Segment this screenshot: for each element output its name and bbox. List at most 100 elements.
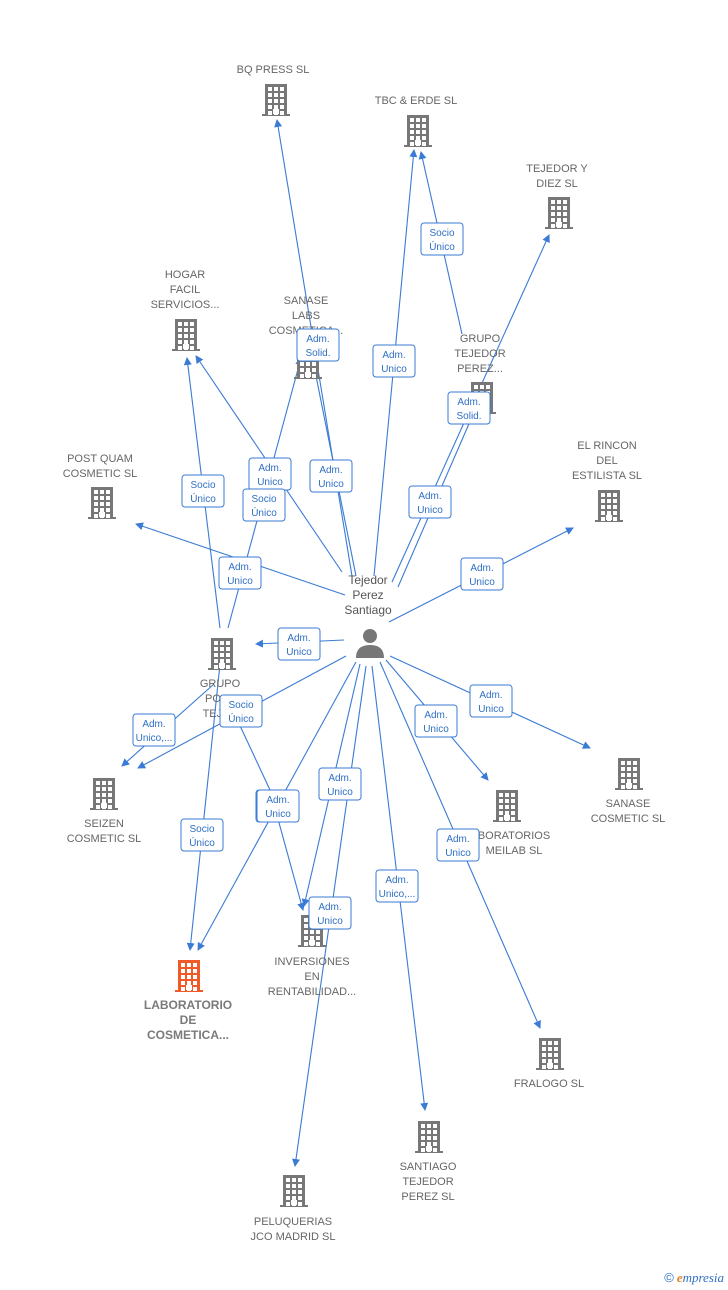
- company-label-line: DE: [180, 1013, 197, 1027]
- edge-label-text: Unico: [423, 724, 449, 735]
- company-label-line: COSMETIC SL: [591, 813, 666, 825]
- edge-label-text: Socio: [251, 494, 276, 505]
- edge-label-text: Adm.: [328, 773, 351, 784]
- edge-label-text: Unico,...: [136, 733, 173, 744]
- company-node-postquam[interactable]: POST QUAM COSMETIC SL: [63, 453, 138, 519]
- edge-label-e18[interactable]: Adm.Unico: [308, 896, 352, 930]
- company-node-bq[interactable]: BQ PRESS SL: [237, 64, 310, 116]
- edge-line: [186, 663, 221, 951]
- edge-label-e20[interactable]: Adm.Unico: [436, 828, 480, 862]
- company-node-labcos[interactable]: LABORATORIODECOSMETICA...: [144, 960, 232, 1042]
- company-label-line: TEJEDOR Y: [526, 163, 588, 175]
- company-node-hogar[interactable]: HOGARFACILSERVICIOS...: [151, 269, 220, 351]
- edge-label-e16[interactable]: Adm.Unico: [256, 789, 300, 823]
- edge-label-e11[interactable]: Adm. Unico: [218, 556, 262, 590]
- building-icon: [536, 1038, 564, 1070]
- building-icon: [545, 197, 573, 229]
- building-icon: [172, 319, 200, 351]
- person-label-line: Perez: [352, 588, 383, 602]
- person-label-line: Tejedor: [348, 573, 387, 587]
- company-label-line: EL RINCON: [577, 440, 637, 452]
- edge-label-text: Unico: [227, 576, 253, 587]
- edge-label-e23[interactable]: Adm.Unico: [469, 684, 513, 718]
- company-label-line: PEREZ SL: [401, 1191, 454, 1203]
- edge-label-text: Adm.: [385, 875, 408, 886]
- building-icon: [90, 778, 118, 810]
- company-label-line: RENTABILIDAD...: [268, 986, 356, 998]
- company-label-line: PEREZ...: [457, 363, 503, 375]
- edge-label-e13[interactable]: Adm.Unico,...: [132, 713, 176, 747]
- edge-label-text: Socio: [228, 700, 253, 711]
- company-label-line: LABORATORIO: [144, 998, 232, 1012]
- company-node-tbc[interactable]: TBC & ERDE SL: [375, 95, 458, 147]
- building-icon: [615, 758, 643, 790]
- edge-label-text: Adm.: [446, 834, 469, 845]
- edge-label-text: Único: [251, 506, 277, 519]
- company-label-line: POST QUAM: [67, 453, 133, 465]
- company-label-line: PELUQUERIAS: [254, 1216, 332, 1228]
- building-icon: [175, 960, 203, 992]
- company-label-line: ESTILISTA SL: [572, 470, 642, 482]
- edge-label-e4[interactable]: Adm.Solid.: [447, 391, 491, 425]
- edge-label-text: Unico,...: [379, 889, 416, 900]
- company-label-line: TBC & ERDE SL: [375, 95, 458, 107]
- edge-label-text: Unico: [327, 787, 353, 798]
- company-label-line: BQ PRESS SL: [237, 64, 310, 76]
- edge-label-text: Solid.: [305, 348, 330, 359]
- company-label-line: SERVICIOS...: [151, 299, 220, 311]
- company-label-line: JCO MADRID SL: [251, 1231, 336, 1243]
- edge-label-e21[interactable]: Adm.Unico: [414, 704, 458, 738]
- brand-footer: ©empresia: [664, 1270, 724, 1286]
- edge-label-text: Socio: [190, 480, 215, 491]
- edge-label-e1[interactable]: Adm.Solid.: [296, 328, 340, 362]
- edge-label-e2[interactable]: Adm.Unico: [372, 344, 416, 378]
- edge-label-e9[interactable]: Adm.Unico: [408, 485, 452, 519]
- building-icon: [415, 1121, 443, 1153]
- company-node-pelu[interactable]: PELUQUERIAS JCO MADRID SL: [251, 1175, 336, 1243]
- edge-label-text: Único: [429, 240, 455, 253]
- edge-label-e17[interactable]: Adm. Unico: [318, 767, 362, 801]
- company-label-line: SEIZEN: [84, 818, 124, 830]
- brand-name: mpresia: [682, 1270, 724, 1285]
- person-label-line: Santiago: [344, 603, 392, 617]
- building-icon: [208, 638, 236, 670]
- edge-label-text: Adm.: [228, 562, 251, 573]
- edge-labels-layer: Adm.Solid.Adm.UnicoSocioÚnicoAdm.Solid.A…: [132, 222, 513, 930]
- company-label-line: SANTIAGO: [400, 1161, 457, 1173]
- edge-label-e5[interactable]: Adm.Unico: [309, 459, 353, 493]
- edge-label-e10[interactable]: Adm.Unico: [460, 557, 504, 591]
- edge-label-text: Adm.: [470, 563, 493, 574]
- building-icon: [404, 115, 432, 147]
- company-label-line: GRUPO: [200, 678, 241, 690]
- company-label-line: GRUPO: [460, 333, 501, 345]
- edge-label-text: Socio: [429, 228, 454, 239]
- company-label-line: COSMETIC SL: [63, 468, 138, 480]
- company-node-fralogo[interactable]: FRALOGO SL: [514, 1038, 584, 1090]
- company-label-line: EN: [304, 971, 319, 983]
- person-icon: [356, 629, 384, 658]
- copyright-symbol: ©: [664, 1270, 674, 1285]
- company-label-line: HOGAR: [165, 269, 205, 281]
- edge-label-e22[interactable]: Adm. Unico,...: [375, 869, 419, 903]
- edge-label-text: Adm.: [287, 633, 310, 644]
- edge-label-text: Adm.: [318, 902, 341, 913]
- company-node-sanasecos[interactable]: SANASE COSMETIC SL: [591, 758, 666, 825]
- building-icon: [280, 1175, 308, 1207]
- company-label-line: MEILAB SL: [486, 845, 543, 857]
- company-label-line: SANASE: [606, 798, 651, 810]
- company-label-line: INVERSIONES: [274, 956, 349, 968]
- edge-label-text: Adm.: [479, 690, 502, 701]
- edge-label-e12[interactable]: Adm.Unico: [277, 627, 321, 661]
- edge-label-e6[interactable]: Adm.Unico: [248, 457, 292, 491]
